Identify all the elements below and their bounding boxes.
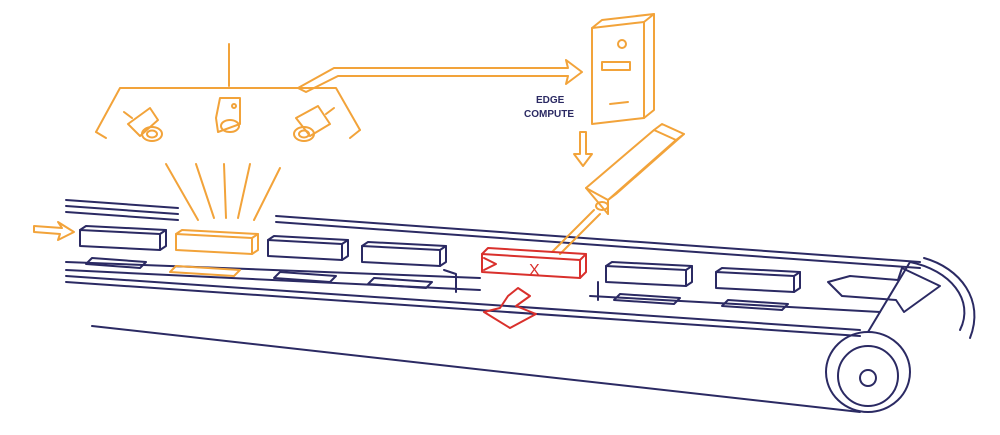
camera-icon [293,105,335,142]
conveyor-items [33,221,801,311]
camera-rig [95,43,583,221]
belt-return [91,325,861,413]
arrow-icon [297,59,583,93]
guide-rail [65,199,179,209]
arrow-icon [483,287,537,329]
camera-icon [123,107,163,142]
server-icon [591,13,655,125]
guide-rail [65,211,179,221]
belt-edge [65,281,861,337]
belt-edge [65,275,861,331]
scan-rays [165,163,281,221]
product-item [361,241,457,293]
edge-compute-label-line1: EDGE [536,95,565,106]
product-item [597,261,693,305]
belt-edge [65,261,481,279]
rejected-item: X [481,247,587,329]
reject-actuator [551,123,685,255]
conveyor-belt [65,199,976,413]
guide-rail [65,205,179,215]
scanned-item [169,229,259,277]
roller-icon [825,257,976,413]
belt-edge [589,295,881,313]
guide-rail [275,221,921,269]
camera-frame [95,87,361,133]
edge-compute-label-line2: COMPUTE [524,109,574,120]
arrow-icon [33,221,75,241]
product-item [79,225,167,269]
product-item [267,235,349,283]
arrow-icon [827,267,941,313]
guide-rail [275,215,921,263]
arrow-icon [573,131,593,167]
camera-icon [215,97,241,133]
reject-mark: X [529,262,540,279]
product-item [715,267,801,311]
